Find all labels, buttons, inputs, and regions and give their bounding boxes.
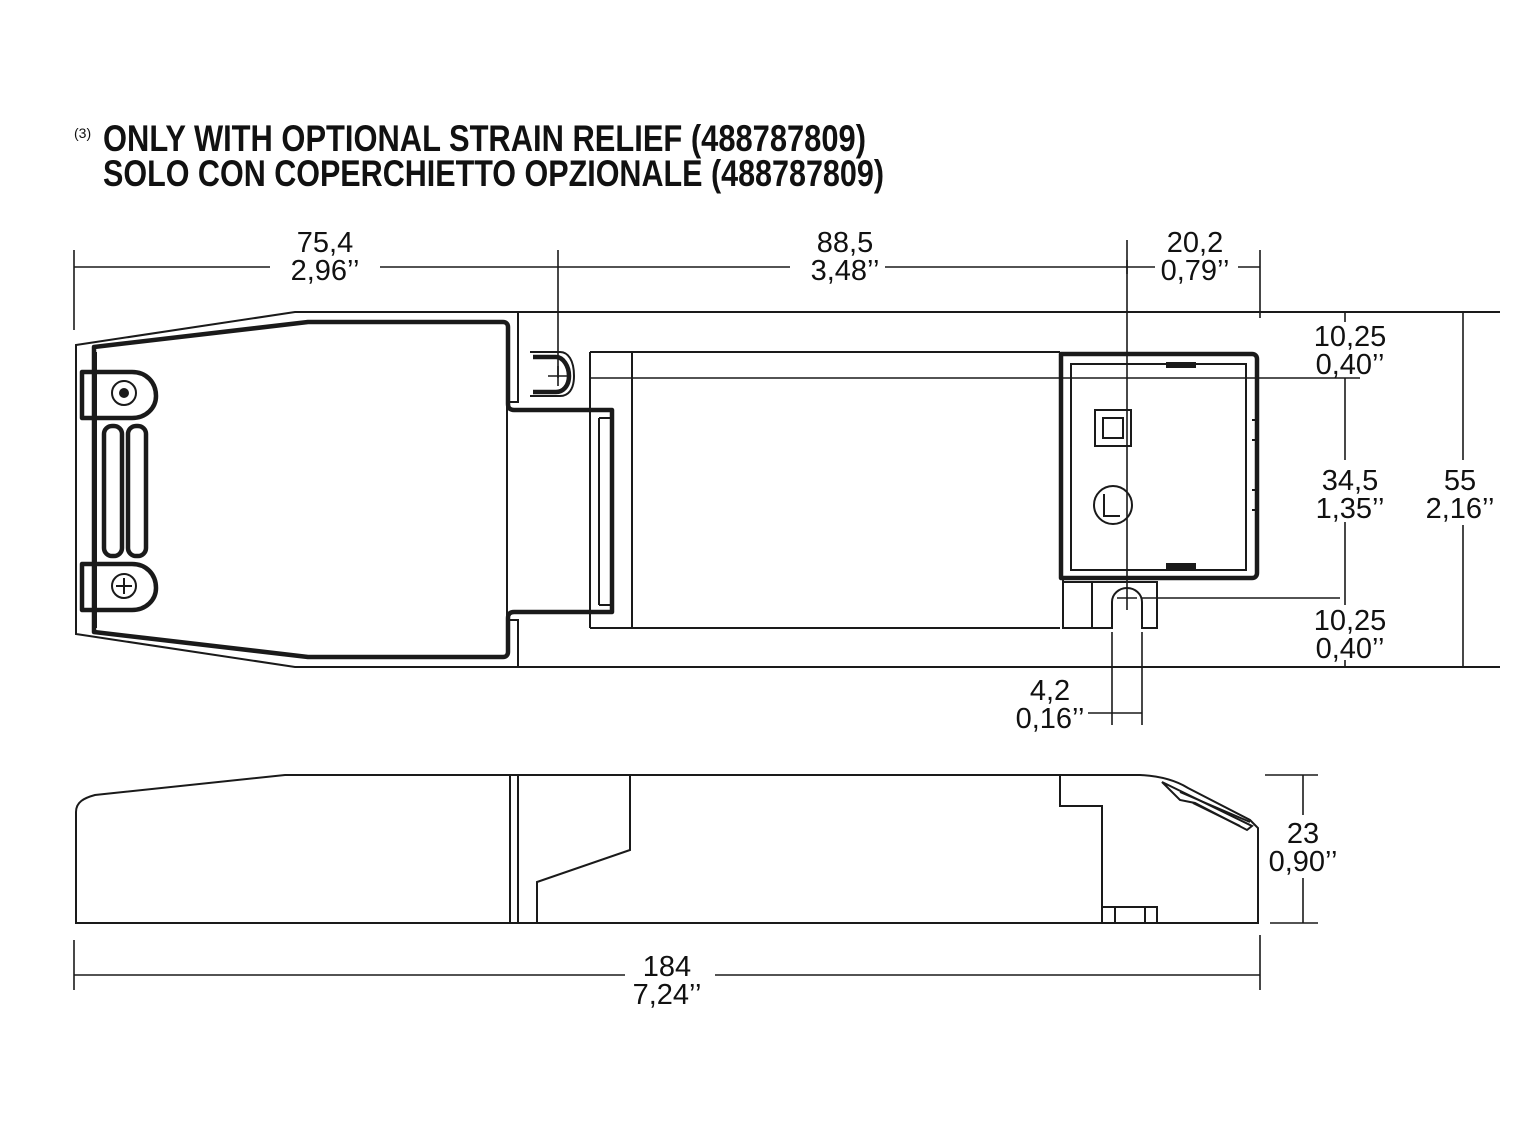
dim-hole-offset-bottom-mm: 10,25 — [1314, 605, 1387, 637]
dim-slot-inch: 0,16’’ — [1016, 703, 1085, 735]
wire-channel-right — [125, 423, 149, 559]
dim-body-mm: 88,5 — [817, 227, 873, 259]
dim-height-mm: 23 — [1287, 818, 1319, 850]
dim-total-width-mm: 55 — [1444, 465, 1476, 497]
note-line-english: ONLY WITH OPTIONAL STRAIN RELIEF (488787… — [103, 118, 866, 159]
dim-hole-spacing-mm: 34,5 — [1322, 465, 1378, 497]
total-length-dimension — [73, 935, 1261, 990]
dim-right-cover-inch: 0,79’’ — [1161, 255, 1230, 287]
top-view — [75, 240, 1500, 668]
dim-hole-offset-top-inch: 0,40’’ — [1316, 349, 1385, 381]
dim-left-cover-mm: 75,4 — [297, 227, 353, 259]
left-cover-inner — [91, 319, 615, 660]
dim-total-length-mm: 184 — [643, 951, 691, 983]
height-dimension — [1265, 774, 1318, 924]
dim-hole-offset-bottom-inch: 0,40’’ — [1316, 633, 1385, 665]
mounting-slot-bottom — [1062, 578, 1158, 629]
right-dimension-lines — [1260, 311, 1500, 668]
slot-width-dimension — [1088, 632, 1143, 725]
dim-body-inch: 3,48’’ — [811, 255, 880, 287]
dim-slot-mm: 4,2 — [1030, 675, 1070, 707]
left-cover-outer — [75, 311, 519, 668]
dim-total-width-inch: 2,16’’ — [1426, 493, 1495, 525]
dim-hole-spacing-inch: 1,35’’ — [1316, 493, 1385, 525]
note-line-italian: SOLO CON COPERCHIETTO OPZIONALE (4887878… — [103, 153, 884, 194]
side-view-outline — [75, 774, 1259, 924]
wire-channel-left — [101, 423, 125, 559]
dim-left-cover-inch: 2,96’’ — [291, 255, 360, 287]
screw-terminal-top — [79, 369, 159, 421]
right-end-cap — [1058, 351, 1260, 581]
dim-height-inch: 0,90’’ — [1269, 846, 1338, 878]
note-marker: (3) — [74, 125, 91, 141]
screw-terminal-bottom — [79, 561, 159, 613]
mounting-slot-top — [530, 351, 576, 397]
dim-hole-offset-top-mm: 10,25 — [1314, 321, 1387, 353]
dim-total-length-inch: 7,24’’ — [633, 979, 702, 1011]
side-view — [75, 774, 1259, 924]
top-view-body-inner — [589, 351, 1060, 629]
dim-right-cover-mm: 20,2 — [1167, 227, 1223, 259]
top-dimension-lines — [73, 250, 1261, 378]
